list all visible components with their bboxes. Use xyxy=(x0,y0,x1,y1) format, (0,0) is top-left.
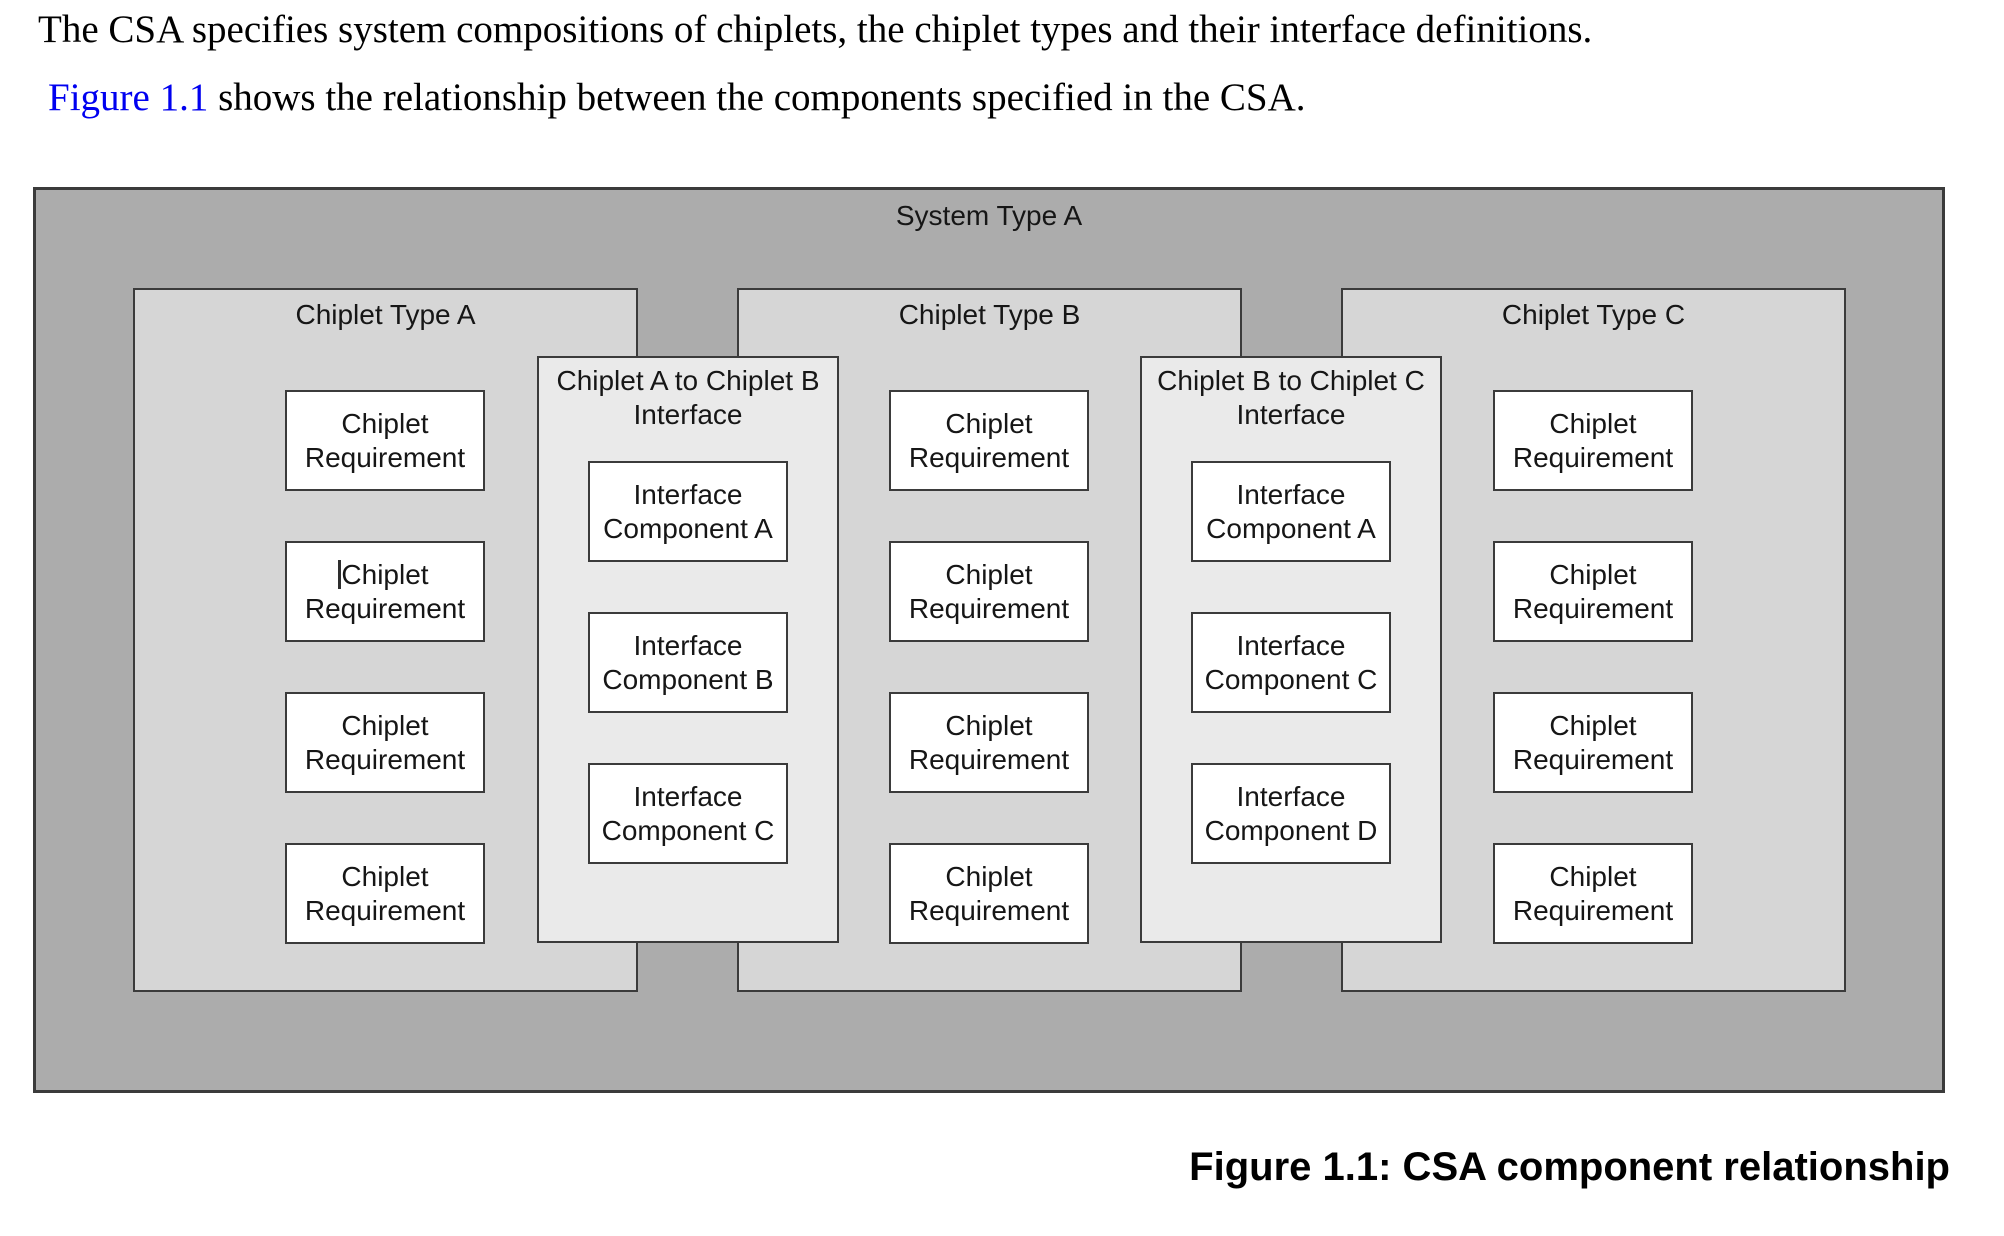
chiplet-type-a-label: Chiplet Type A xyxy=(295,299,476,330)
interface-component-box: Interface Component A xyxy=(588,461,788,562)
interface-component-box: Interface Component C xyxy=(588,763,788,864)
chiplet-requirement-box: Chiplet Requirement xyxy=(1493,843,1693,944)
chiplet-requirement-box: Chiplet Requirement xyxy=(889,390,1089,491)
figure-1-1-link[interactable]: Figure 1.1 xyxy=(48,76,209,119)
chiplet-type-b-label: Chiplet Type B xyxy=(898,299,1081,330)
paragraph-2: Figure 1.1 shows the relationship betwee… xyxy=(48,76,1306,120)
text-cursor-artifact xyxy=(338,560,341,589)
chiplet-requirement-label: Chiplet Requirement xyxy=(304,558,466,624)
chiplet-requirement-box: Chiplet Requirement xyxy=(285,692,485,793)
paragraph-1: The CSA specifies system compositions of… xyxy=(38,8,1593,51)
interface-a-to-b-label: Chiplet A to Chiplet B Interface xyxy=(556,365,820,430)
interface-a-to-b-box: Chiplet A to Chiplet B Interface Interfa… xyxy=(537,356,839,943)
chiplet-requirement-box: Chiplet Requirement xyxy=(889,692,1089,793)
interface-component-box: Interface Component A xyxy=(1191,461,1391,562)
interface-component-box: Interface Component B xyxy=(588,612,788,713)
chiplet-requirement-box: Chiplet Requirement xyxy=(285,843,485,944)
paragraph-2-text: shows the relationship between the compo… xyxy=(208,76,1306,119)
chiplet-requirement-box: Chiplet Requirement xyxy=(285,541,485,642)
chiplet-type-c-label: Chiplet Type C xyxy=(1501,299,1686,330)
figure-caption: Figure 1.1: CSA component relationship xyxy=(1189,1145,1950,1189)
interface-b-to-c-label: Chiplet B to Chiplet C Interface xyxy=(1157,365,1425,430)
system-type-a-label: System Type A xyxy=(895,200,1083,231)
system-type-a-box: System Type A Chiplet Type A Chiplet Req… xyxy=(33,187,1945,1093)
chiplet-requirement-box: Chiplet Requirement xyxy=(1493,692,1693,793)
interface-component-box: Interface Component C xyxy=(1191,612,1391,713)
chiplet-requirement-box: Chiplet Requirement xyxy=(1493,541,1693,642)
interface-b-to-c-box: Chiplet B to Chiplet C Interface Interfa… xyxy=(1140,356,1442,943)
chiplet-requirement-box: Chiplet Requirement xyxy=(1493,390,1693,491)
chiplet-requirement-box: Chiplet Requirement xyxy=(285,390,485,491)
chiplet-requirement-box: Chiplet Requirement xyxy=(889,541,1089,642)
chiplet-requirement-box: Chiplet Requirement xyxy=(889,843,1089,944)
interface-component-box: Interface Component D xyxy=(1191,763,1391,864)
